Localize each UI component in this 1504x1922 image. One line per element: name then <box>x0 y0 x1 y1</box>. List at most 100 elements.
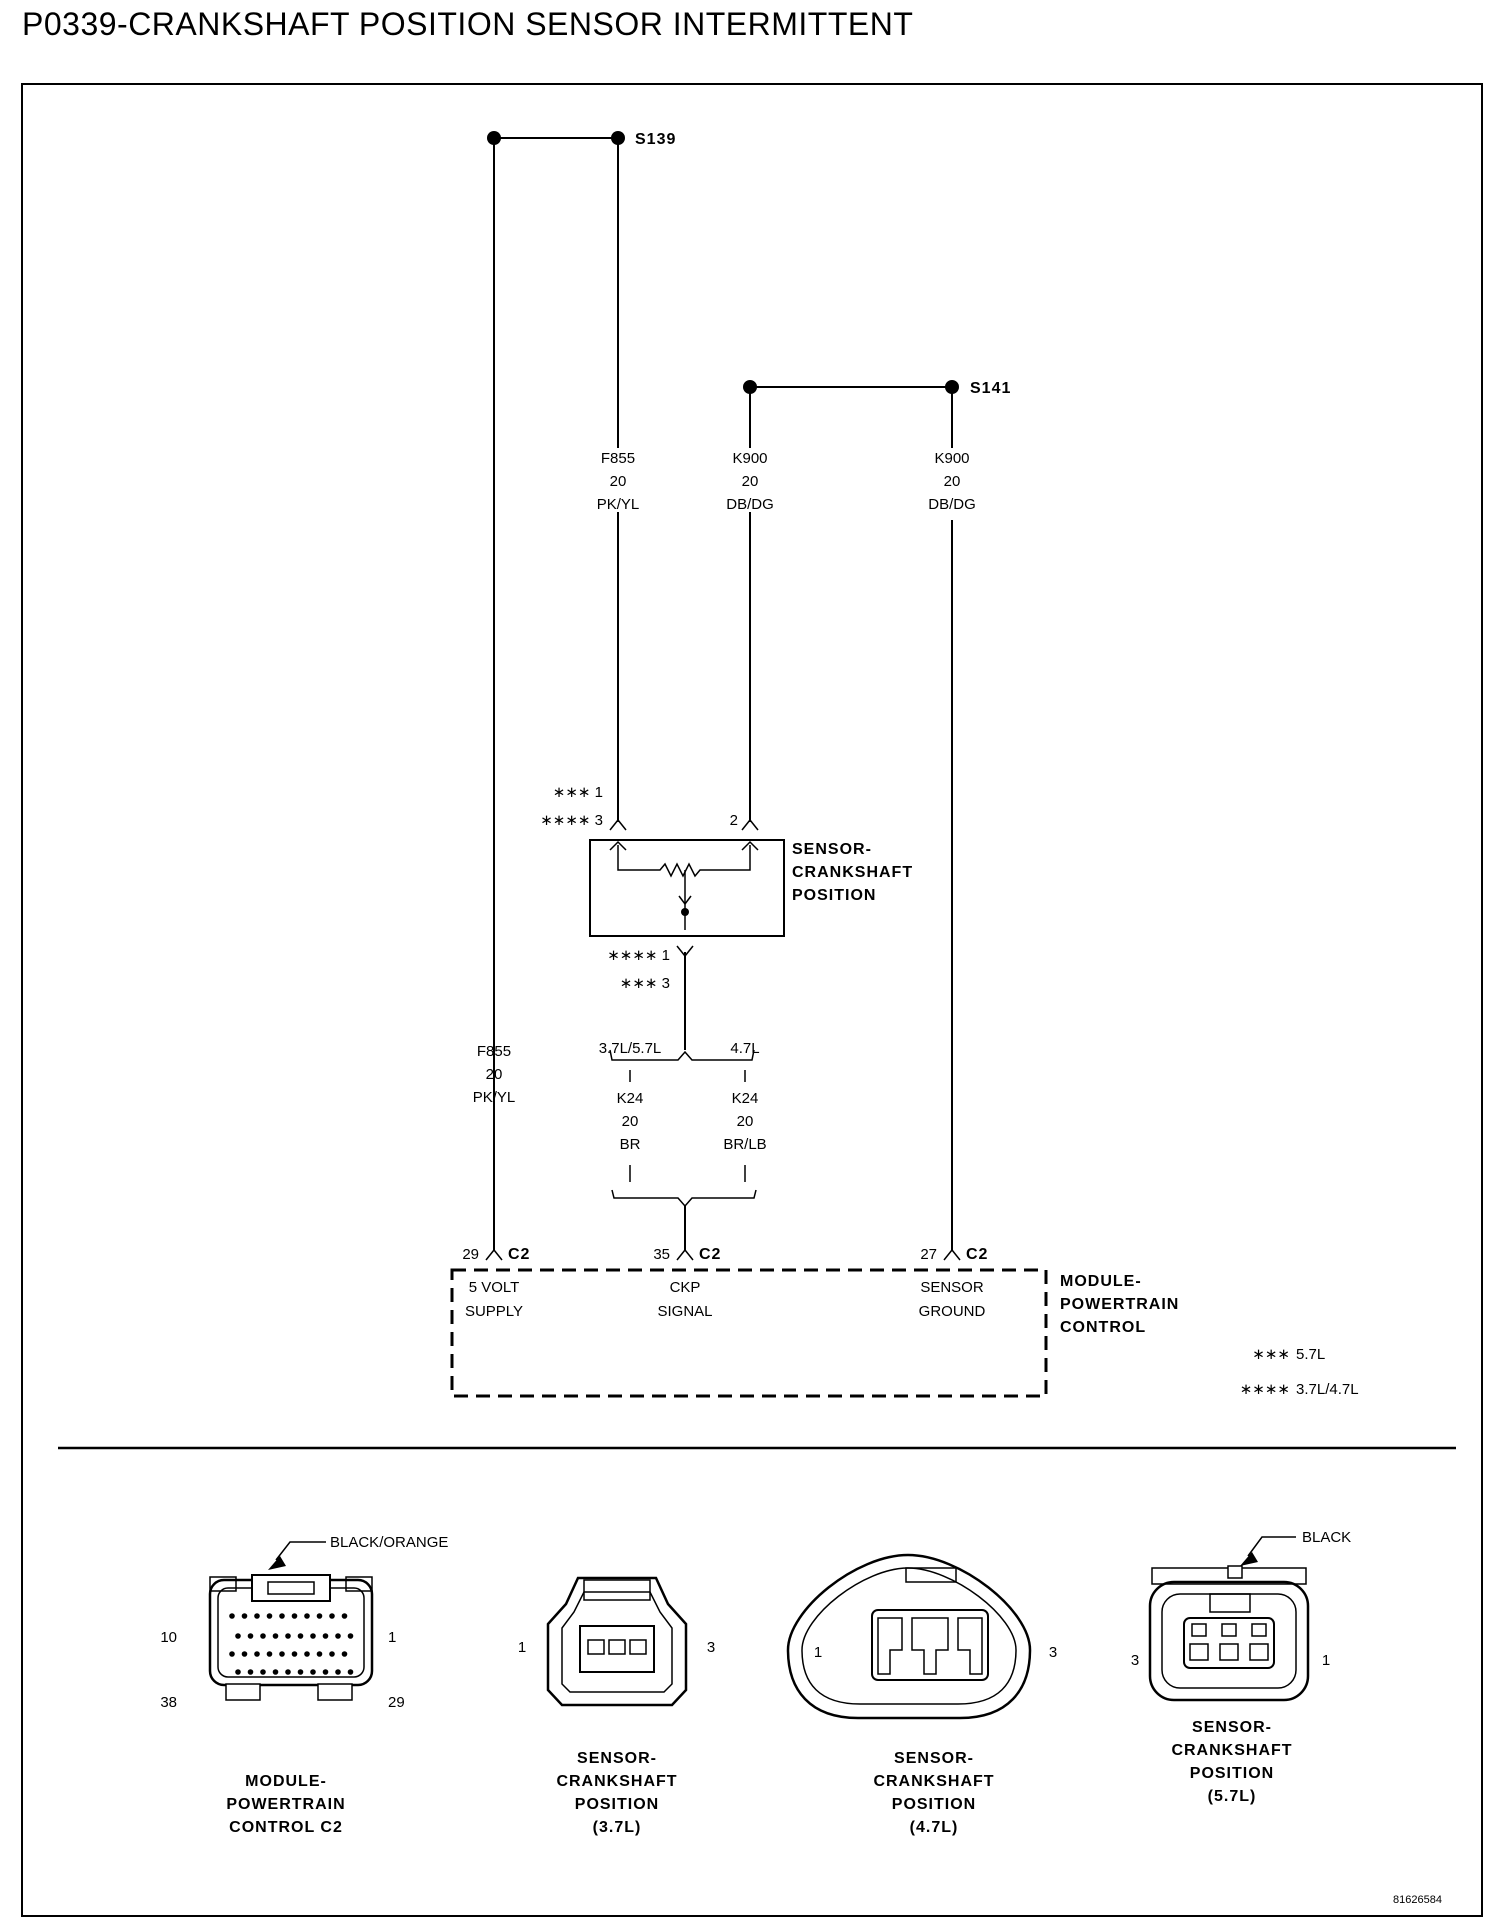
splice-s139: S139 <box>487 131 676 148</box>
pcm-pin-27: 27 C2 <box>920 1246 988 1263</box>
pcm-c2-pin-cavity <box>304 1651 310 1657</box>
wire-k24-right-color: BR/LB <box>723 1136 766 1153</box>
splice-s141: S141 <box>743 380 1011 397</box>
pcm-label-ckp-2: SIGNAL <box>657 1303 712 1320</box>
sensor-pin-top-left-a: ∗∗∗ 1 <box>553 784 603 801</box>
legend: ∗∗∗ 5.7L ∗∗∗∗ 3.7L/4.7L <box>1240 1346 1359 1398</box>
sensor-name-line-2: CRANKSHAFT <box>792 864 913 881</box>
pcm-c2-pin-cavity <box>347 1669 354 1675</box>
wire-k900-right-color: DB/DG <box>928 496 976 513</box>
pcm-c2-pin-cavity <box>229 1651 235 1657</box>
pcm-label-5v-2: SUPPLY <box>465 1303 523 1320</box>
sensor-5-7l-pin-1: 1 <box>1322 1652 1330 1669</box>
pcm-c2-pin-cavity <box>316 1613 323 1619</box>
pcm-c2-pin-cavity <box>260 1633 266 1639</box>
pcm-c2-pin-cavity <box>254 1613 260 1619</box>
pcm-c2-pin-cavity <box>335 1633 341 1639</box>
legend-key-1: ∗∗∗ <box>1252 1346 1290 1363</box>
sensor-5-7l-name-1: SENSOR- <box>1192 1719 1272 1736</box>
pcm-c2-name-3: CONTROL C2 <box>229 1819 343 1836</box>
diagram-frame <box>21 83 1483 1917</box>
sensor-pin-bottom-a: ∗∗∗∗ 1 <box>607 947 670 964</box>
sensor-5-7l-color-label: BLACK <box>1302 1529 1351 1546</box>
wire-k900-color: DB/DG <box>726 496 774 513</box>
pcm-c2-pin-cavity <box>279 1651 285 1657</box>
sensor-4-7l-pin-1: 1 <box>814 1644 822 1661</box>
engine-branch: 3.7L/5.7L 4.7L <box>599 1040 760 1208</box>
sensor-pin-top-left-b: ∗∗∗∗ 3 <box>540 812 603 829</box>
pcm-c2-pin-cavity <box>335 1669 341 1675</box>
pcm-c2-pin-cavity <box>322 1633 329 1639</box>
pcm-module: 5 VOLT SUPPLY CKP SIGNAL SENSOR GROUND M… <box>450 1268 1178 1398</box>
pcm-c2-pin-10: 10 <box>160 1629 177 1646</box>
legend-key-2: ∗∗∗∗ <box>1240 1381 1290 1398</box>
pcm-name-line-1: MODULE- <box>1060 1273 1142 1290</box>
page-title: P0339-CRANKSHAFT POSITION SENSOR INTERMI… <box>22 6 914 42</box>
pcm-c2-color-label: BLACK/ORANGE <box>330 1534 448 1551</box>
sensor-3-7l-pin-3: 3 <box>707 1639 715 1656</box>
pcm-c2-pin-38: 38 <box>160 1694 177 1711</box>
sensor-3-7l-pin-1: 1 <box>518 1639 526 1656</box>
svg-text:C2: C2 <box>966 1246 988 1263</box>
sensor-3-7l-name-1: SENSOR- <box>577 1750 657 1767</box>
pcm-c2-pin-cavity <box>285 1669 291 1675</box>
pcm-c2-pin-29: 29 <box>388 1694 405 1711</box>
svg-text:35: 35 <box>653 1246 670 1263</box>
sensor-4-7l-name-1: SENSOR- <box>894 1750 974 1767</box>
sensor-3-7l-name-3: POSITION <box>575 1796 659 1813</box>
pcm-c2-pin-cavity <box>304 1613 310 1619</box>
wire-k900-right-circuit: K900 <box>934 450 969 467</box>
pcm-c2-pin-cavity <box>316 1651 323 1657</box>
pcm-c2-pin-cavity <box>329 1651 335 1657</box>
connector-view-sensor-3-7l: 1 3 SENSOR- CRANKSHAFT POSITION (3.7L) <box>518 1576 715 1836</box>
wire-k24-left-circuit: K24 <box>617 1090 644 1107</box>
pcm-c2-pin-cavity <box>241 1651 248 1657</box>
crankshaft-sensor: ∗∗∗ 1 ∗∗∗∗ 3 2 SENSOR- CRANKSHAFT POSITI… <box>540 784 913 992</box>
sensor-5-7l-name-4: (5.7L) <box>1208 1788 1257 1805</box>
pcm-label-ckp-1: CKP <box>670 1279 701 1296</box>
connector-view-sensor-5-7l: BLACK 3 1 SENSOR- CRANKSHAFT POSITION (5… <box>1131 1529 1351 1805</box>
connector-view-pcm-c2: BLACK/ORANGE 10 1 38 29 MODULE- POWERTRA… <box>160 1534 448 1836</box>
pcm-c2-pin-cavity <box>322 1669 329 1675</box>
sensor-3-7l-name-2: CRANKSHAFT <box>556 1773 677 1790</box>
pcm-pin-29: 29 C2 <box>462 1246 529 1263</box>
pcm-c2-pin-cavity <box>272 1669 279 1675</box>
pcm-c2-pin-cavity <box>254 1651 260 1657</box>
sensor-5-7l-name-3: POSITION <box>1190 1765 1274 1782</box>
legend-value-2: 3.7L/4.7L <box>1296 1381 1359 1398</box>
pcm-c2-pin-cavity <box>310 1669 316 1675</box>
pcm-label-gnd-2: GROUND <box>919 1303 986 1320</box>
wire-k24-left-gauge: 20 <box>622 1113 639 1130</box>
pcm-c2-pin-cavity <box>310 1633 316 1639</box>
pcm-c2-pin-cavity <box>297 1633 304 1639</box>
pcm-c2-pin-cavity <box>291 1613 298 1619</box>
wire-f855-lower-circuit: F855 <box>477 1043 511 1060</box>
pcm-c2-pin-cavity <box>260 1669 266 1675</box>
splice-s139-label: S139 <box>635 131 676 148</box>
pcm-c2-pin-cavity <box>291 1651 298 1657</box>
pcm-c2-pin-cavity <box>241 1613 248 1619</box>
wire-k900-gauge: 20 <box>742 473 759 490</box>
pcm-pin-35: 35 C2 <box>653 1246 720 1263</box>
wire-f855-color: PK/YL <box>597 496 640 513</box>
splice-s141-label: S141 <box>970 380 1011 397</box>
svg-text:27: 27 <box>920 1246 937 1263</box>
pcm-c2-pin-cavity <box>235 1633 241 1639</box>
pcm-c2-name-1: MODULE- <box>245 1773 327 1790</box>
connector-view-sensor-4-7l: 1 3 SENSOR- CRANKSHAFT POSITION (4.7L) <box>786 1553 1057 1836</box>
wire-k24-right-gauge: 20 <box>737 1113 754 1130</box>
pcm-c2-pin-cavity <box>272 1633 279 1639</box>
svg-text:29: 29 <box>462 1246 479 1263</box>
pcm-c2-pin-cavity <box>266 1613 273 1619</box>
sensor-5-7l-pin-3: 3 <box>1131 1652 1139 1669</box>
wire-k900-circuit: K900 <box>732 450 767 467</box>
sensor-name-line-3: POSITION <box>792 887 876 904</box>
pcm-label-gnd-1: SENSOR <box>920 1279 984 1296</box>
sensor-3-7l-name-4: (3.7L) <box>593 1819 642 1836</box>
pcm-c2-name-2: POWERTRAIN <box>226 1796 345 1813</box>
sensor-4-7l-name-2: CRANKSHAFT <box>873 1773 994 1790</box>
sensor-name-line-1: SENSOR- <box>792 841 872 858</box>
branch-label-left: 3.7L/5.7L <box>599 1040 662 1057</box>
wire-k24-right-circuit: K24 <box>732 1090 759 1107</box>
